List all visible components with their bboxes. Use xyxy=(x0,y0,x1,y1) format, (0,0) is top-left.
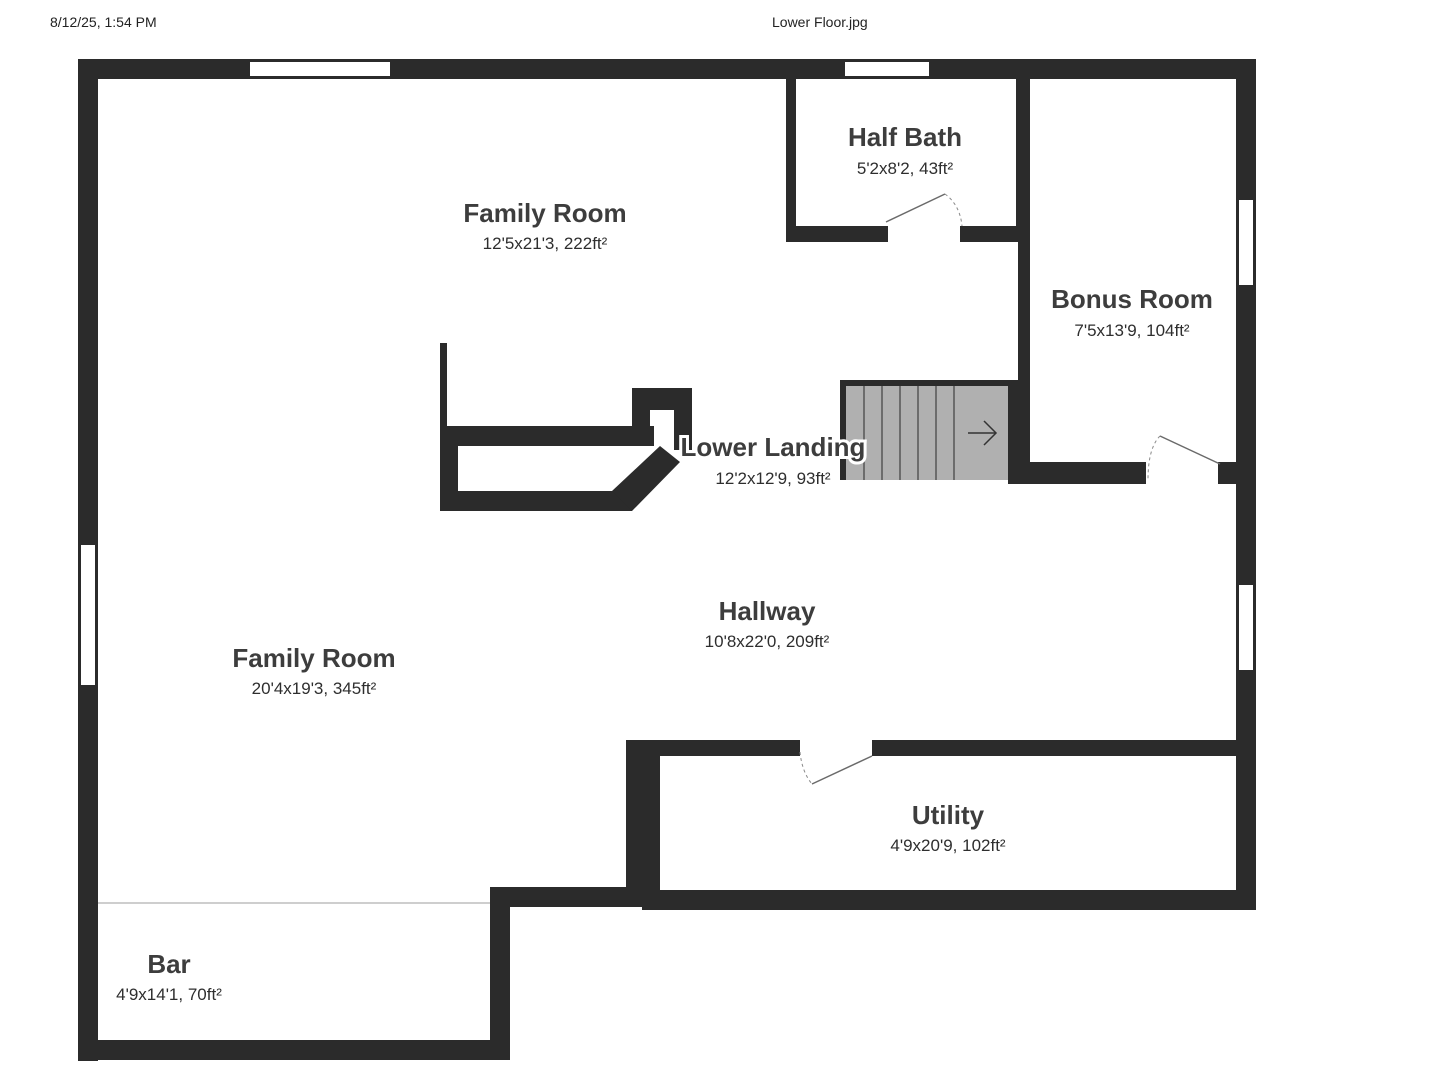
room-bonus-name: Bonus Room xyxy=(1051,284,1213,314)
room-bar-name: Bar xyxy=(147,949,190,979)
room-bar-dims: 4'9x14'1, 70ft² xyxy=(116,985,222,1004)
exterior-walls xyxy=(78,59,1256,1061)
utility-top-left xyxy=(630,740,800,756)
room-familyroom-lower-name: Family Room xyxy=(232,643,395,673)
wall-right-lower xyxy=(1236,740,1256,910)
landing-angled-wall xyxy=(612,446,680,511)
utility-door-swing xyxy=(799,751,813,785)
landing-hook-right xyxy=(674,388,692,450)
room-halfbath-dims: 5'2x8'2, 43ft² xyxy=(857,159,954,178)
wall-step xyxy=(490,887,646,907)
file-name: Lower Floor.jpg xyxy=(772,14,868,30)
window-top-right xyxy=(845,62,929,76)
halfbath-door-swing xyxy=(944,193,963,227)
landing-hook-left xyxy=(632,388,650,446)
bonus-bottom-wall xyxy=(1018,462,1146,484)
room-landing-dims: 12'2x12'9, 93ft² xyxy=(715,469,831,488)
doors xyxy=(799,193,1221,785)
utility-left-inner xyxy=(646,752,660,900)
halfbath-bottom-right xyxy=(960,226,1026,242)
windows xyxy=(81,62,1253,685)
utility-door xyxy=(811,755,873,785)
halfbath-left-wall xyxy=(786,74,796,242)
room-familyroom-upper-dims: 12'5x21'3, 222ft² xyxy=(483,234,608,253)
room-labels: Half Bath 5'2x8'2, 43ft² Family Room 12'… xyxy=(116,122,1213,1004)
stairs xyxy=(846,386,1008,480)
wall-utility-left-outer xyxy=(626,740,646,906)
window-right-upper xyxy=(1239,200,1253,285)
landing-box-left xyxy=(440,426,458,511)
room-landing-name: Lower Landing xyxy=(681,432,866,462)
print-timestamp: 8/12/25, 1:54 PM xyxy=(50,14,157,30)
halfbath-bottom-left xyxy=(786,226,888,242)
stair-right-wall xyxy=(1008,380,1030,484)
room-familyroom-lower-dims: 20'4x19'3, 345ft² xyxy=(252,679,377,698)
bonus-bottom-stub xyxy=(1218,462,1240,484)
room-utility-dims: 4'9x20'9, 102ft² xyxy=(890,836,1006,855)
utility-top-right xyxy=(872,740,1256,756)
room-halfbath-name: Half Bath xyxy=(848,122,962,152)
stair-top-wall xyxy=(840,380,1030,386)
halfbath-door xyxy=(885,193,946,223)
room-familyroom-upper-name: Family Room xyxy=(463,198,626,228)
bonus-door xyxy=(1159,435,1221,465)
wall-bottom-bar xyxy=(82,1040,510,1060)
stair-left-wall xyxy=(840,380,846,480)
room-hallway-name: Hallway xyxy=(719,596,816,626)
room-bonus-dims: 7'5x13'9, 104ft² xyxy=(1074,321,1190,340)
bonus-door-swing xyxy=(1147,435,1161,481)
landing-bottom-wall xyxy=(440,491,632,511)
bonus-left-wall xyxy=(1018,74,1030,466)
room-hallway-dims: 10'8x22'0, 209ft² xyxy=(705,632,830,651)
stair-direction-arrow-icon xyxy=(968,420,998,446)
wall-bottom-utility xyxy=(642,890,1256,910)
landing-mid-wall xyxy=(440,426,654,446)
wall-bar-right xyxy=(490,887,510,1060)
interior-walls xyxy=(440,74,1256,900)
room-utility-name: Utility xyxy=(912,800,985,830)
window-left xyxy=(81,545,95,685)
window-right-lower xyxy=(1239,585,1253,670)
window-top-left xyxy=(250,62,390,76)
